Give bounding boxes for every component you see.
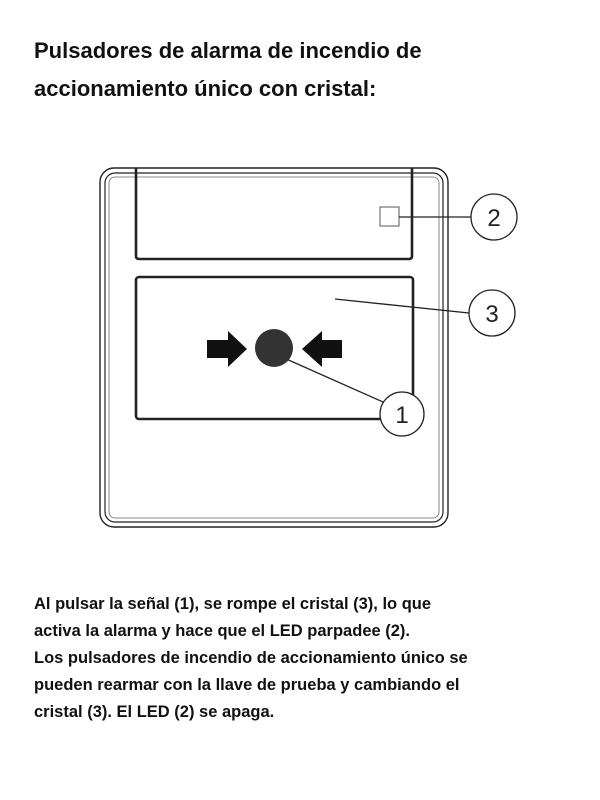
top-window [134,168,414,261]
housing-inner [104,172,444,523]
callout-circle-2 [470,193,518,241]
description: Al pulsar la señal (1), se rompe el cris… [34,591,468,726]
title-line: Pulsadores de alarma de incendio de [34,38,422,63]
arrow-left-icon [302,331,342,367]
leader-1 [283,357,384,403]
description-line: activa la alarma y hace que el LED parpa… [34,622,411,640]
arrow-right-icon [207,331,247,367]
callout-label-1: 1 [395,402,408,429]
leader-3 [334,298,470,314]
description-line: cristal (3). El LED (2) se apaga. [34,703,275,721]
callout-circle-1 [379,391,425,437]
description-line: pueden rearmar con la llave de prueba y … [34,676,460,694]
description-line: Los pulsadores de incendio de accionamie… [34,649,468,667]
title-line: accionamiento único con cristal: [34,76,377,101]
glass-window [134,275,415,421]
description-line: Al pulsar la señal (1), se rompe el cris… [34,595,432,613]
push-signal-dot [255,329,293,367]
housing-outer [99,167,449,528]
page-title: Pulsadores de alarma de incendio de acci… [34,32,422,108]
callout-label-3: 3 [485,301,498,328]
housing-inner-2 [108,176,440,519]
led-square [379,206,400,227]
callout-label-2: 2 [487,205,500,232]
callout-circle-3 [468,289,516,337]
